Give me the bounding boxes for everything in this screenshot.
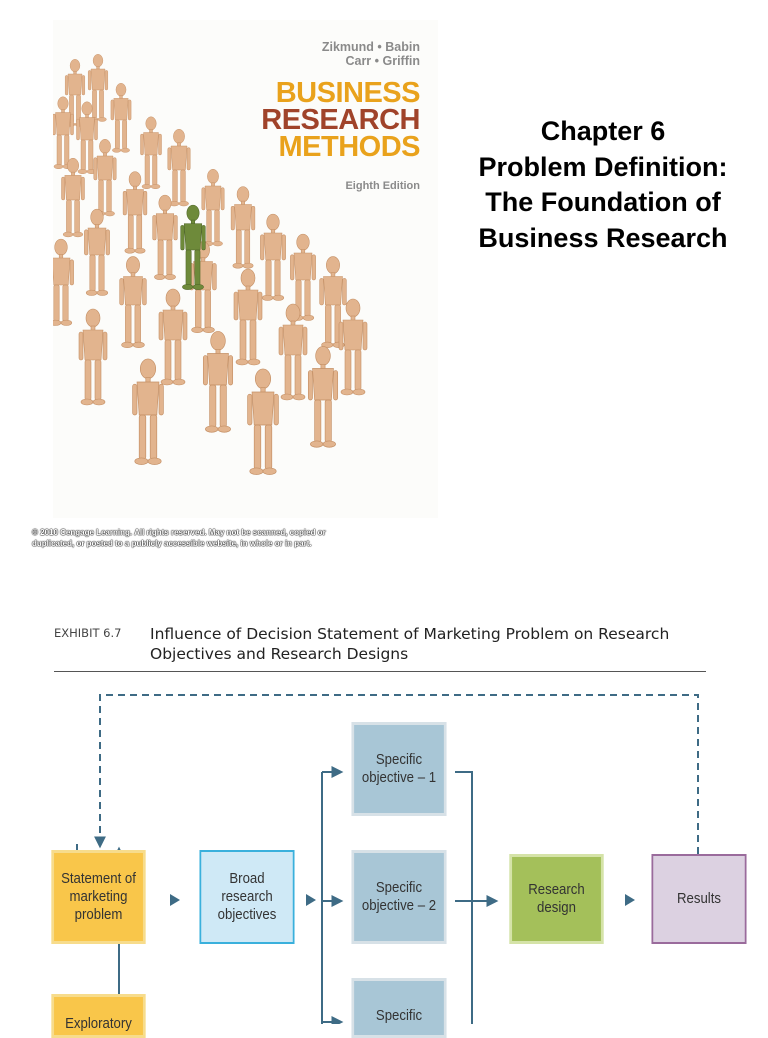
statement-box-line-3: problem: [74, 906, 123, 923]
chapter-title-line-2: Problem Definition:: [478, 151, 728, 182]
flowchart-connectors: [71, 694, 699, 1024]
cover-title: BUSINESS RESEARCH METHODS: [261, 77, 421, 163]
statement-box-line-2: marketing: [69, 888, 128, 905]
cover-authors-line-1: Zikmund • Babin: [321, 40, 420, 54]
exhibit-label: EXHIBIT 6.7: [54, 626, 122, 640]
spec1-box-line-1: Specific: [375, 751, 423, 768]
book-cover-image: Zikmund • Babin Carr • Griffin BUSINESS …: [53, 20, 438, 518]
exploratory-box-line-1: Exploratory: [65, 1015, 132, 1032]
results-box: Results: [651, 854, 747, 944]
arrow-statement-to-broad: [170, 894, 180, 906]
chapter-title-line-1: Chapter 6: [540, 116, 666, 146]
broad-box-line-1: Broad: [229, 870, 265, 887]
design-box-line-2: design: [537, 899, 576, 916]
broad-research-objectives-box: Broad research objectives: [199, 850, 295, 944]
cover-edition: Eighth Edition: [345, 180, 420, 192]
statement-of-marketing-problem-box: Statement of marketing problem: [51, 850, 146, 944]
broad-box-line-3: objectives: [217, 906, 277, 923]
arrow-broad-to-specifics: [306, 894, 316, 906]
exhibit-divider: [54, 671, 706, 672]
specific-objective-2-box: Specific objective – 2: [351, 850, 447, 944]
cover-title-line-2: RESEARCH: [261, 104, 420, 136]
specifics-to-design-bracket: [455, 771, 473, 1024]
spec3-box-line-1: Specific: [375, 1007, 423, 1024]
chapter-title: Chapter 6 Problem Definition: The Founda…: [458, 114, 748, 256]
exhibit-title: Influence of Decision Statement of Marke…: [150, 625, 670, 663]
cover-authors: Zikmund • Babin Carr • Griffin: [322, 40, 420, 68]
chapter-title-line-3: The Foundation of: [485, 187, 721, 217]
spec2-box-line-1: Specific: [375, 879, 423, 896]
specific-objective-1-box: Specific objective – 1: [351, 722, 447, 816]
slide-1: Zikmund • Babin Carr • Griffin BUSINESS …: [32, 20, 748, 548]
spec2-box-line-2: objective – 2: [361, 897, 437, 914]
copyright-notice: © 2010 Cengage Learning. All rights rese…: [32, 528, 326, 548]
broad-box-line-2: research: [221, 888, 273, 905]
chapter-title-line-4: Business Research: [478, 222, 728, 253]
results-box-line-1: Results: [676, 890, 722, 907]
cover-authors-line-2: Carr • Griffin: [345, 54, 420, 68]
cover-title-line-3: METHODS: [278, 131, 421, 163]
statement-box-line-1: Statement of: [61, 870, 136, 887]
cover-title-line-1: BUSINESS: [275, 77, 421, 109]
exploratory-box: Exploratory: [51, 994, 146, 1038]
feedback-loop-line: [94, 694, 699, 854]
research-design-box: Research design: [509, 854, 604, 944]
slide-2: EXHIBIT 6.7 Influence of Decision Statem…: [0, 600, 768, 1038]
arrow-design-to-results: [625, 894, 635, 906]
specific-objective-3-box: Specific: [351, 978, 447, 1038]
design-box-line-1: Research: [528, 881, 585, 898]
spec1-box-line-2: objective – 1: [361, 769, 437, 786]
